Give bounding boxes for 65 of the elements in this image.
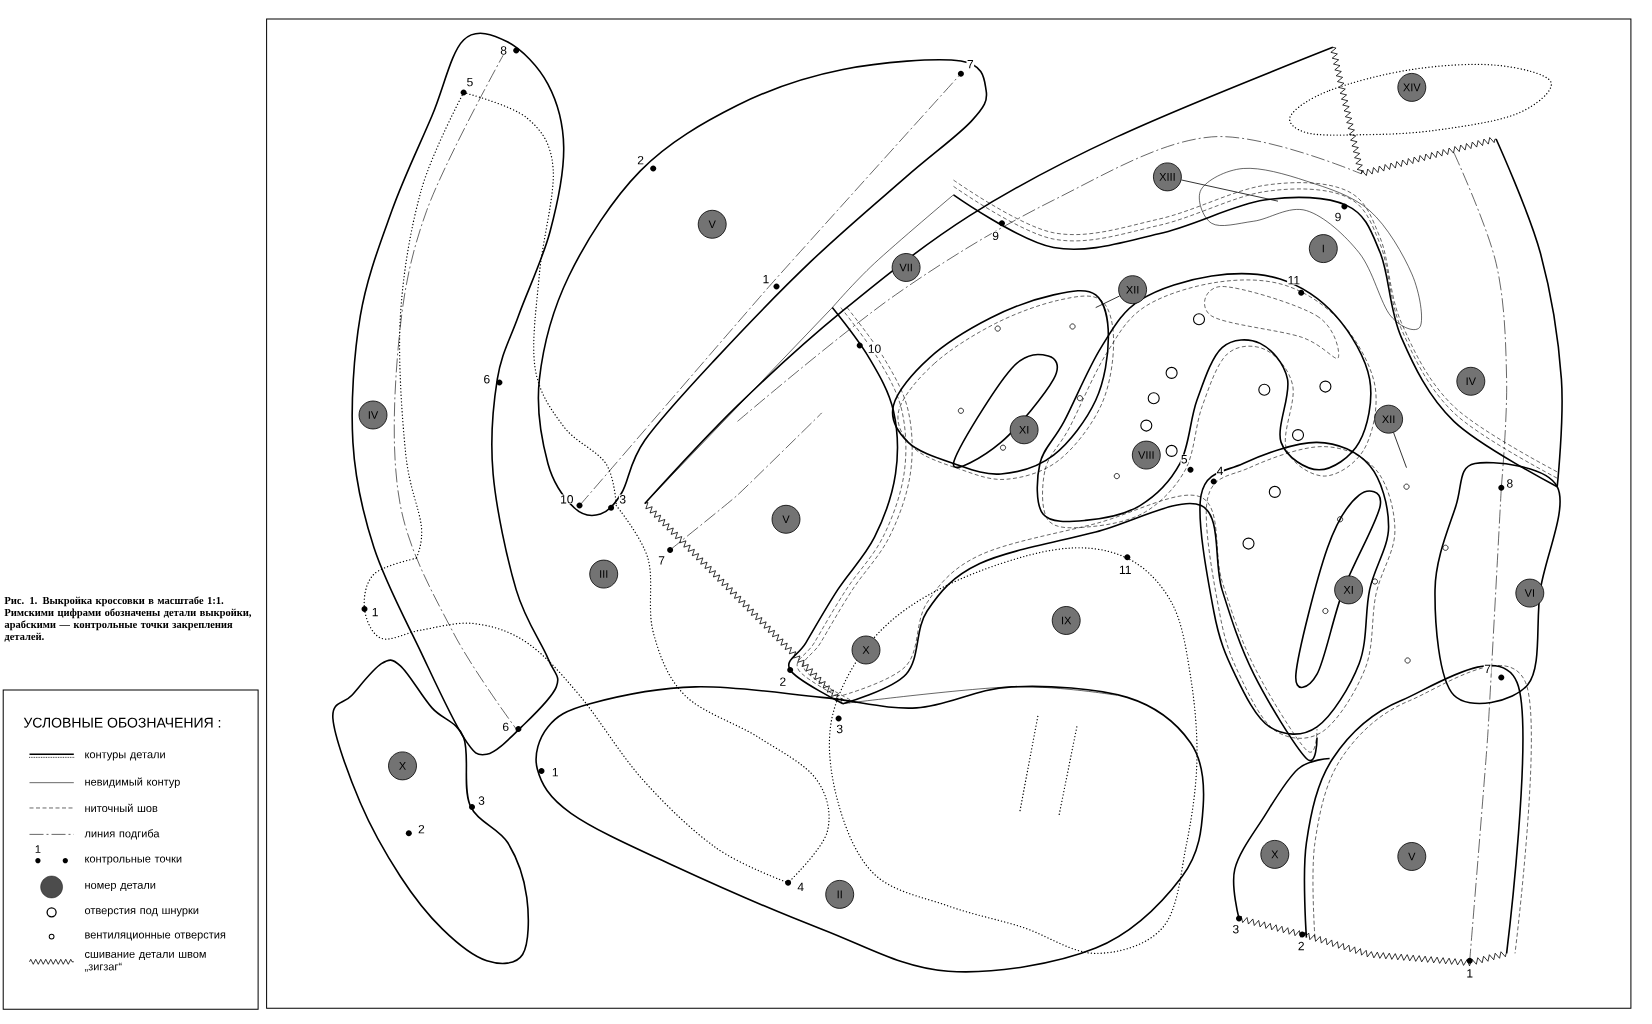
control-point-number: 6 xyxy=(482,374,491,384)
control-point-number: 11 xyxy=(1118,565,1132,575)
part-number-badge: XII xyxy=(1374,404,1403,434)
part-number-badge: X xyxy=(851,635,881,665)
control-point-number: 10 xyxy=(867,343,882,354)
part-number-badge: I xyxy=(1308,234,1338,263)
control-point-number: 1 xyxy=(35,845,41,853)
control-point-number: 3 xyxy=(618,494,627,505)
legend-label: сшивание детали швом „зигзаг“ xyxy=(84,951,206,972)
legend-label: контрольные точки xyxy=(85,856,182,865)
part-number-badge: X xyxy=(388,751,417,781)
control-point-number: 7 xyxy=(1483,664,1492,674)
part-number-badge: VIII xyxy=(1131,440,1161,470)
part-number-badge: V xyxy=(771,504,801,534)
part-number-badge: V xyxy=(1397,842,1427,871)
part-number-badge: XI xyxy=(1334,575,1363,605)
part-number-badge: IV xyxy=(358,400,388,430)
control-point-number: 1 xyxy=(551,767,560,777)
part-number-badge: X xyxy=(1260,840,1290,869)
legend-label: отверстия под шнурки xyxy=(84,908,199,917)
legend-label: вентиляционные отверстия xyxy=(85,932,226,941)
control-point-number: 10 xyxy=(559,494,574,505)
control-point-number: 3 xyxy=(835,724,844,734)
control-point-number: 1 xyxy=(1465,968,1474,978)
control-point-number: 9 xyxy=(1334,212,1342,222)
control-point-number: 7 xyxy=(966,59,975,69)
control-point-number: 3 xyxy=(477,795,486,806)
leader-line xyxy=(1393,432,1407,469)
part-number-badge: III xyxy=(589,559,619,589)
part-number-badge: XI xyxy=(1009,415,1039,445)
control-point-number: 7 xyxy=(657,555,666,565)
legend-label: линия подгиба xyxy=(84,829,160,840)
control-point-number: 2 xyxy=(1297,941,1306,951)
part-number-badge: IV xyxy=(1456,366,1486,396)
control-point-number: 5 xyxy=(1180,454,1189,464)
legend-label: номер детали xyxy=(85,882,156,892)
control-point-number: 2 xyxy=(778,676,787,687)
control-point-number: 4 xyxy=(796,882,805,892)
control-point-number: 4 xyxy=(1216,466,1224,476)
leader-line xyxy=(1095,295,1121,308)
part-number-badge: IX xyxy=(1051,606,1081,635)
part-number-badge: XII xyxy=(1118,275,1147,305)
caption: Рис. 1. Выкройка кроссовки в масштабе 1:1. Римскими цифрами обозначены детали выкройки, арабскими — контрольные точки закрепления деталей. xyxy=(4,596,252,642)
legend-label: невидимый контур xyxy=(85,777,180,788)
control-point-number: 8 xyxy=(499,45,508,56)
control-point-number: 6 xyxy=(501,722,510,732)
control-point-number: 9 xyxy=(991,231,1000,241)
part-number-badge: VI xyxy=(1515,578,1545,608)
part-number-badge: XIII xyxy=(1153,162,1182,192)
part-number-badge: VII xyxy=(891,253,921,282)
legend-label: ниточный шов xyxy=(85,803,158,813)
part-number-badge: XIV xyxy=(1397,72,1427,102)
control-point-number: 8 xyxy=(1505,478,1514,489)
part-number-badge: II xyxy=(825,880,855,909)
control-point-number: 3 xyxy=(1231,924,1240,934)
legend-title: УСЛОВНЫЕ ОБОЗНАЧЕНИЯ : xyxy=(23,717,221,728)
control-point-number: 1 xyxy=(762,274,770,284)
control-point-number: 5 xyxy=(466,77,474,87)
control-point-number: 2 xyxy=(636,155,645,165)
legend-label: контуры детали xyxy=(85,752,165,761)
control-point-number: 2 xyxy=(417,824,426,834)
part-number-badge: V xyxy=(697,209,727,239)
leader-line xyxy=(1181,179,1279,202)
control-point-number: 1 xyxy=(371,607,379,617)
control-point-number: 11 xyxy=(1287,275,1301,285)
